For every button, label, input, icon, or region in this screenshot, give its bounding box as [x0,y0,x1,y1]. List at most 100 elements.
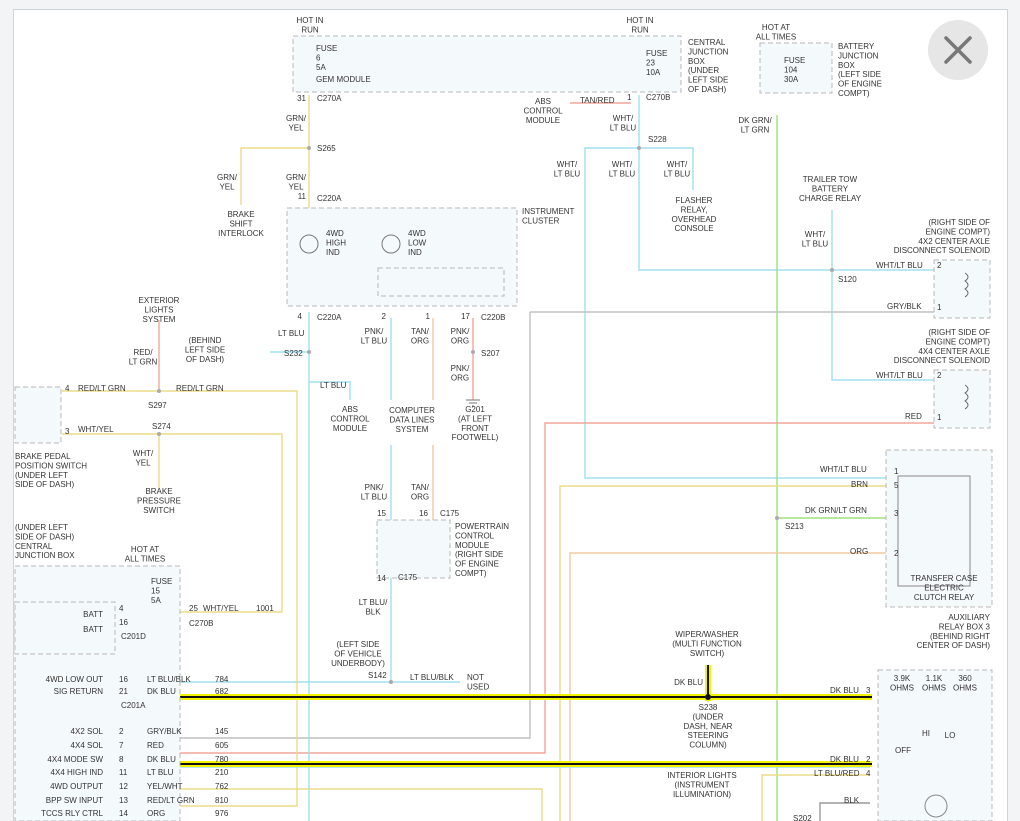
label-pin-t2: 2 [894,549,899,558]
label-lt-blu-red: LT BLU/RED [814,769,860,778]
label-s142: S142 [368,671,387,680]
label-s228: S228 [648,135,667,144]
label-c201a: C201A [121,701,146,710]
lamp-4wd-high-icon [299,234,319,254]
label-s232: S232 [284,349,303,358]
wire-lt-blu-red [761,774,870,821]
connector-row-label: 4X2 SOL [71,727,104,736]
axle-4x2-solenoid-box [933,259,991,319]
connector-row-circuit: 605 [215,741,229,750]
connector-row-wire: GRY/BLK [147,727,182,736]
connector-row-pin: 7 [119,741,124,750]
label-pin-11: 11 [298,192,307,201]
connector-row-label: TCCS RLY CTRL [41,809,103,818]
connector-row-pin: 14 [119,809,128,818]
connector-row-wire: DK BLU [147,687,176,696]
components [14,35,993,821]
label-lt-blu-2: LT BLU [320,381,347,390]
label-blk: BLK [844,796,860,805]
connector-row-pin: 2 [119,727,124,736]
wire-wht-lt-blu-trailer [831,210,943,381]
label-wht-lt-blu-1: WHT/LT BLU [610,114,637,132]
label-dk-blu-r2: DK BLU [830,755,859,764]
splice-dot [307,146,311,150]
label-wht-lt-blu-3: WHT/LT BLU [609,160,636,178]
label-pin-4c: 4 [119,604,124,613]
lamp-4wd-low-icon [381,234,401,254]
wire-brn [559,485,890,821]
label-pin-1b: 1 [937,413,942,422]
connector-row-wire: YEL/WHT [147,782,183,791]
label-pin-25: 25 [189,604,198,613]
connector-row-pin: 8 [119,755,124,764]
connector-row-wire: RED/LT GRN [147,796,195,805]
connector-row-circuit: 976 [215,809,229,818]
connector-row-circuit: 682 [215,687,229,696]
splice-dot [471,350,475,354]
label-gem-module: GEM MODULE [316,75,371,84]
connector-row-circuit: 784 [215,675,229,684]
label-c220b: C220B [481,313,505,322]
connector-row-label: BPP SW INPUT [46,796,103,805]
label-wht-yel-2: WHT/YEL [203,604,239,613]
pcm-box [376,519,451,579]
label-pnk-lt-blu-1: PNK/LT BLU [361,327,388,345]
label-pin-16a: 16 [419,509,428,518]
connector-row-circuit: 780 [215,755,229,764]
label-red-lt-grn-2: RED/LT GRN [176,384,224,393]
label-pnk-org-2: PNK/ORG [451,364,470,382]
close-button[interactable] [928,20,988,80]
close-icon[interactable] [943,35,973,65]
splice-dot [389,680,393,684]
solenoid-coil-4x4-icon [964,384,969,410]
solenoid-coil-4x2-icon [964,272,969,298]
wire-yel-wht [116,788,543,821]
label-gry-blk: GRY/BLK [887,302,922,311]
label-pin-31: 31 [297,94,306,103]
label-wht-lt-blu-2: WHT/LT BLU [554,160,581,178]
label-pin-r2: 2 [866,755,871,764]
battery-junction-box [759,42,833,94]
wire-wht-yel [62,433,283,613]
label-c220a-mid: C220A [317,313,342,322]
splice-dot [307,350,311,354]
label-brn: BRN [851,480,868,489]
connector-row-pin: 13 [119,796,128,805]
connector-row-circuit: 210 [215,768,229,777]
connector-row-label: 4WD OUTPUT [50,782,103,791]
connector-row-label: 4X4 SOL [71,741,104,750]
label-pin-1a: 1 [937,303,942,312]
label-pin-t1: 1 [894,467,899,476]
brake-pedal-switch-box [14,386,62,444]
connector-row-circuit: 762 [215,782,229,791]
connector-row-label: 4WD LOW OUT [46,675,103,684]
label-c201d: C201D [121,632,146,641]
label-dk-grn-lt-grn: DK GRN/LT GRN [738,116,772,134]
label-wht-lt-blu-t1: WHT/LT BLU [820,465,867,474]
label-c220a-top: C220A [317,194,342,203]
label-s265: S265 [317,144,336,153]
connector-row-pin: 16 [119,675,128,684]
connector-row-wire: RED [147,741,164,750]
label-pin-2a: 2 [937,261,942,270]
wire-org [569,552,890,821]
splice-dot [830,268,834,272]
interior-lamp-icon [924,794,948,818]
